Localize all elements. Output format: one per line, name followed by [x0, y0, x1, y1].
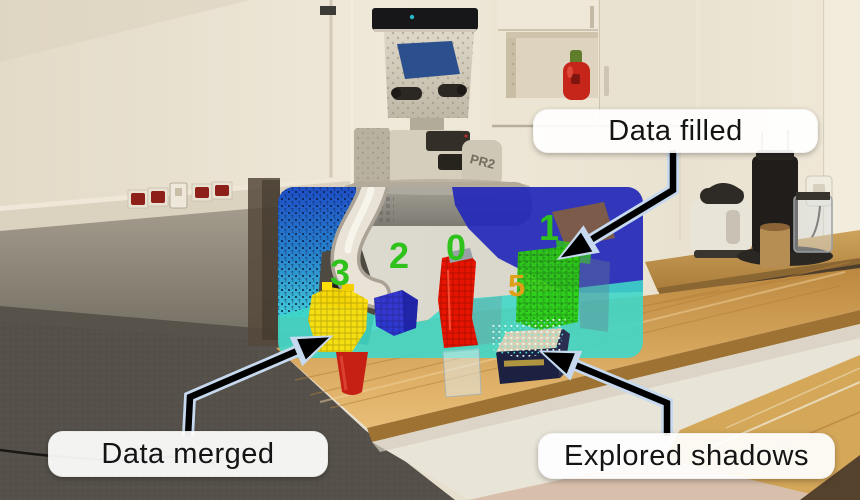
wall-adapter: [169, 182, 188, 209]
ceiling-shadow: [0, 0, 250, 62]
callout-data-merged: Data merged: [48, 431, 328, 477]
coffee-jug: [793, 195, 833, 253]
robot-head-top: [372, 8, 478, 30]
robot-arm: [330, 187, 391, 309]
callout-data-filled-text: Data filled: [608, 114, 743, 147]
explored-shadow-cloud: [490, 318, 566, 358]
arrow-data-merged: [182, 335, 334, 437]
sauce-bottle: [563, 50, 590, 100]
callout-data-filled: Data filled: [533, 109, 818, 153]
robot-shoulder: [462, 140, 502, 186]
robot-head: [384, 32, 474, 118]
wooden-canister: [760, 223, 790, 268]
arrow-data-filled: [556, 150, 679, 261]
robot-head-screen: [397, 41, 460, 79]
robot-torso: PR2: [354, 128, 502, 188]
arrow-explored-shadows: [538, 350, 673, 436]
cabinet-handle-top: [590, 6, 594, 28]
object-blue-cube-cloud: [374, 290, 418, 336]
callout-explored-shadows: Explored shadows: [538, 433, 835, 479]
floor-dark-corner: [800, 455, 860, 500]
electric-kettle: [690, 183, 752, 258]
robot-camera-led: [409, 14, 415, 20]
right-wall: [824, 0, 860, 258]
tea-box: [490, 318, 570, 384]
shadow-volume: [578, 256, 610, 332]
segment-label-5: 5: [508, 268, 525, 303]
cloud-blue-region: [452, 187, 643, 293]
power-outlet-pair-1: [127, 187, 169, 209]
segment-label-0: 0: [446, 227, 466, 268]
robot-logo: PR2: [469, 151, 497, 172]
kitchen-cabinets: [492, 0, 700, 128]
red-cup: [336, 352, 368, 395]
clear-box: [442, 348, 482, 398]
object-green-cloud: [516, 246, 580, 330]
cabinet-handle: [604, 66, 609, 96]
segment-label-2: 2: [389, 235, 409, 276]
callout-explored-shadows-text: Explored shadows: [564, 439, 809, 472]
floor-mat: [468, 458, 836, 500]
segment-label-3: 3: [330, 252, 350, 293]
callout-data-merged-text: Data merged: [101, 437, 275, 470]
object-red-cloud: [438, 248, 478, 348]
power-outlet-pair-2: [191, 181, 233, 202]
doorway-shadow-inner: [262, 180, 280, 340]
segment-label-1: 1: [539, 207, 559, 248]
object-yellow-cloud: [308, 282, 368, 352]
door-hinge: [320, 6, 336, 15]
robot-head-trim: [374, 29, 476, 32]
